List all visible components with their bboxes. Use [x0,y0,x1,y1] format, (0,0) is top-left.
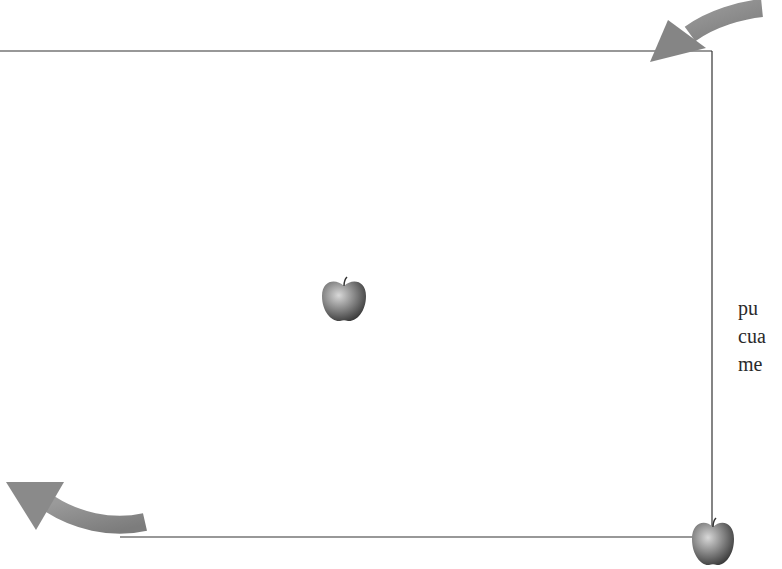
frame-line [120,536,700,537]
apple-figure [322,277,366,321]
curved-arrow [650,8,762,62]
frame-line [711,51,712,528]
curved-arrow [6,482,145,530]
side-text: cua [738,322,766,350]
frame-line [0,50,712,51]
apple-figure [692,518,734,565]
side-text: me [738,350,762,378]
side-text: pu [738,294,758,322]
